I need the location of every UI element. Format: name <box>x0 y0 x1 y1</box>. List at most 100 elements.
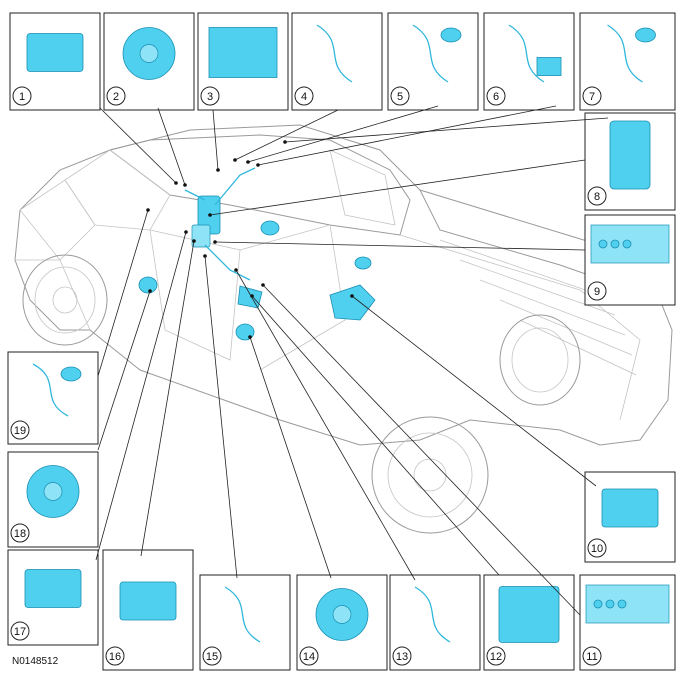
leader-line-4 <box>234 109 339 161</box>
control-panel-icon <box>590 224 670 264</box>
callout-6: 6 <box>483 12 575 111</box>
callout-number: 4 <box>301 91 307 103</box>
leader-line-6 <box>257 105 557 166</box>
subwoofer-amplifier-icon <box>601 488 659 528</box>
callout-15: 15 <box>199 574 291 671</box>
rear-wheel <box>371 314 581 534</box>
leader-endpoint <box>283 140 287 144</box>
leader-endpoint <box>183 183 187 187</box>
callout-number: 10 <box>591 543 603 555</box>
callout-number-badge <box>200 86 220 106</box>
callout-13: 13 <box>389 574 481 671</box>
callout-number-badge <box>10 420 30 440</box>
leader-line-17 <box>95 231 187 561</box>
speaker-icon <box>122 27 176 80</box>
callout-number-badge <box>202 646 222 666</box>
leader-endpoint <box>248 335 252 339</box>
leader-line-12 <box>251 295 500 576</box>
leader-line-11 <box>262 284 581 616</box>
leader-lines <box>95 105 609 616</box>
callout-box <box>7 351 99 445</box>
leader-line-16 <box>140 240 195 557</box>
callout-3: 3 <box>197 12 289 111</box>
leader-line-18 <box>97 290 151 451</box>
leader-line-2 <box>157 107 186 186</box>
callout-number: 12 <box>490 651 502 663</box>
callout-11: 11 <box>579 574 676 671</box>
leader-line-8 <box>209 159 586 216</box>
callout-number: 7 <box>589 91 595 103</box>
leader-endpoint <box>350 294 354 298</box>
callout-number: 9 <box>594 286 600 298</box>
callout-number: 1 <box>19 91 25 103</box>
speaker-grille-icon <box>26 465 80 518</box>
module-with-bracket-icon <box>26 33 84 72</box>
callout-number-badge <box>486 646 506 666</box>
leader-endpoint <box>213 240 217 244</box>
wire-harness-icon <box>224 586 261 643</box>
subwoofer-enclosure-icon <box>498 586 560 643</box>
callout-14: 14 <box>296 574 388 671</box>
callout-number: 14 <box>303 651 315 663</box>
callout-number-badge <box>587 538 607 558</box>
leader-endpoint <box>184 230 188 234</box>
vehicle-components <box>138 167 376 341</box>
leader-endpoint <box>192 239 196 243</box>
wire-harness-icon <box>414 586 451 643</box>
callout-2: 2 <box>103 12 195 111</box>
display-screen-icon <box>208 27 278 78</box>
callout-number-badge <box>12 86 32 106</box>
callout-number: 16 <box>109 651 121 663</box>
callout-18: 18 <box>7 451 99 548</box>
callout-number: 2 <box>113 91 119 103</box>
callout-number-badge <box>587 186 607 206</box>
callout-12: 12 <box>483 574 575 671</box>
callout-number-badge <box>294 86 314 106</box>
callout-number-badge <box>106 86 126 106</box>
leader-line-14 <box>249 336 332 579</box>
leader-endpoint <box>234 268 238 272</box>
callout-number: 8 <box>594 191 600 203</box>
callout-number-badge <box>587 281 607 301</box>
leader-line-19 <box>97 209 149 377</box>
antenna-cable-icon <box>32 363 82 417</box>
leader-endpoint <box>203 254 207 258</box>
callout-number: 17 <box>14 626 26 638</box>
callout-number: 3 <box>207 91 213 103</box>
callout-number: 19 <box>14 425 26 437</box>
leader-line-7 <box>284 117 609 143</box>
callout-number: 18 <box>14 528 26 540</box>
callout-number-badge <box>10 621 30 641</box>
callout-5: 5 <box>387 12 479 111</box>
wire-harness-icon <box>316 24 353 83</box>
leader-line-15 <box>204 255 238 579</box>
callout-number-badge <box>299 646 319 666</box>
leader-endpoint <box>246 160 250 164</box>
antenna-with-cable-icon <box>412 24 462 83</box>
leader-line-3 <box>212 109 219 171</box>
callout-10: 10 <box>584 471 676 563</box>
leader-endpoint <box>174 181 178 185</box>
front-wheel <box>22 254 108 346</box>
callout-number-badge <box>390 86 410 106</box>
callout-number-badge <box>10 523 30 543</box>
leader-line-13 <box>235 269 416 581</box>
callout-4: 4 <box>291 12 383 111</box>
callout-19: 19 <box>7 351 99 445</box>
callout-number-badge <box>582 86 602 106</box>
leader-line-5 <box>247 105 439 163</box>
speaker-icon <box>315 588 369 641</box>
callout-number: 6 <box>493 91 499 103</box>
leader-endpoint <box>208 213 212 217</box>
callout-number-badge <box>582 646 602 666</box>
callout-9: 9 <box>584 214 676 306</box>
callout-number-badge <box>486 86 506 106</box>
leader-endpoint <box>256 163 260 167</box>
leader-line-9 <box>214 241 586 251</box>
callout-number-badge <box>105 646 125 666</box>
module-with-bracket-icon <box>119 581 177 621</box>
leader-endpoint <box>261 283 265 287</box>
callout-number-badge <box>392 646 412 666</box>
